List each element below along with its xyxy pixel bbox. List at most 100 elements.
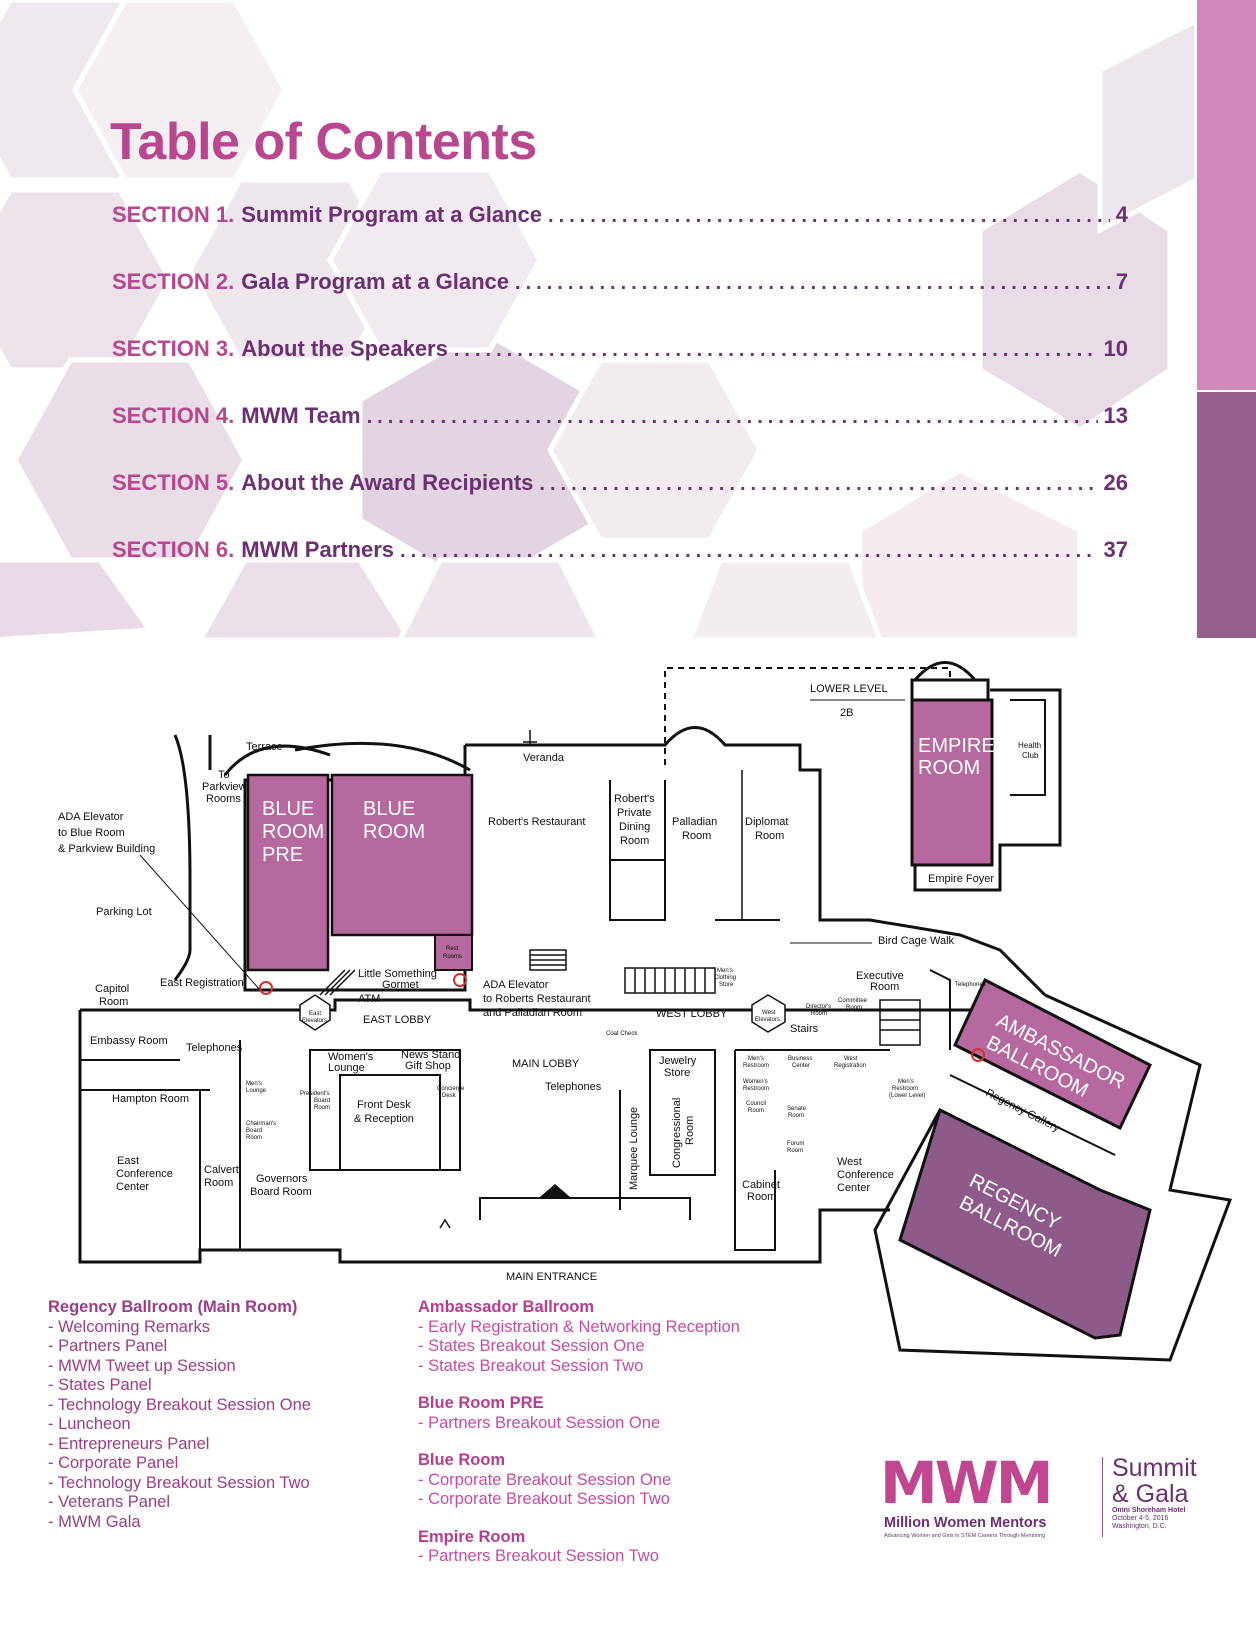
legend-item: - Corporate Breakout Session Two (418, 1490, 670, 1508)
chairmans-label-2: Board (246, 1128, 262, 1134)
governors-label-2: Board Room (250, 1186, 312, 1198)
marquee-label: Marquee Lounge (628, 1107, 640, 1190)
legend-item: - Corporate Panel (48, 1454, 179, 1472)
legend-other-rooms: Ambassador Ballroom - Early Registration… (418, 1298, 740, 1585)
palladian-label-2: Room (682, 830, 711, 842)
legend-item: - Technology Breakout Session One (48, 1395, 311, 1414)
legend-item: - Partners Breakout Session One (418, 1413, 661, 1432)
toc-entry-1[interactable]: SECTION 1. Summit Program at a Glance ..… (112, 202, 1128, 236)
east-elevators-label-2: Elevators (302, 1018, 327, 1024)
toc-hero: Table of Contents SECTION 1. Summit Prog… (0, 0, 1256, 640)
atm-label: ATM (358, 993, 380, 1005)
forum-label: Forum (787, 1141, 804, 1147)
rest-rooms-block (434, 934, 473, 971)
toc-section-name: Gala Program at a Glance (241, 269, 510, 294)
directors-label-2: Room (811, 1011, 827, 1017)
main-entrance-label: MAIN ENTRANCE (506, 1271, 597, 1283)
congressional-label-2: Room (684, 1116, 696, 1145)
logo-name: Million Women Mentors (884, 1515, 1047, 1531)
little-something-label-2: Gormet (382, 979, 419, 991)
mwm-logo: MWM Million Women Mentors Advancing Wome… (880, 1449, 1210, 1545)
toc-entry-4[interactable]: SECTION 4. MWM Team ....................… (112, 403, 1128, 437)
toc-section-label: SECTION 2. (112, 269, 235, 294)
legend-item: - Luncheon (48, 1415, 131, 1433)
toc-entry-6[interactable]: SECTION 6. MWM Partners ................… (112, 537, 1128, 571)
logo-hotel: Omni Shoreham Hotel (1112, 1507, 1186, 1514)
west-registration-label-2: Registration (834, 1063, 866, 1069)
logo-tagline: Advancing Women and Girls in STEM Career… (884, 1533, 1046, 1539)
toc-entry-2[interactable]: SECTION 2. Gala Program at a Glance ....… (112, 269, 1128, 303)
womens-lounge-label-2: Lounge (328, 1062, 365, 1074)
council-label-2: Room (748, 1108, 764, 1114)
ada-blue-label-1: ADA Elevator (58, 811, 124, 823)
toc-section-label: SECTION 3. (112, 336, 235, 361)
blue-room-pre-block (246, 773, 330, 972)
toc-entry-5[interactable]: SECTION 5. About the Award Recipients ..… (112, 470, 1128, 504)
toc-leader: ........................................… (548, 205, 1110, 227)
side-accent-bar-top (1197, 0, 1256, 390)
east-conf-label-2: Conference (116, 1168, 173, 1180)
west-registration-label: West (844, 1056, 858, 1062)
toc-section-name: MWM Team (241, 403, 361, 428)
toc-section-label: SECTION 5. (112, 470, 235, 495)
presidents-label-3: Room (314, 1105, 330, 1111)
calvert-label: Calvert (204, 1164, 239, 1176)
legend-item: - States Breakout Session Two (418, 1356, 644, 1375)
blue-room-pre-label-3: PRE (262, 844, 303, 866)
toc-section-label: SECTION 4. (112, 403, 235, 428)
legend-group-ambassador: Ambassador Ballroom - Early Registration… (418, 1298, 740, 1376)
directors-label: Director's (806, 1004, 831, 1010)
west-lobby-label: WEST LOBBY (656, 1008, 728, 1020)
toc-page-number: 7 (1115, 269, 1128, 294)
jewelry-label: Jewelry (659, 1055, 697, 1067)
chairmans-label-3: Room (246, 1135, 262, 1141)
to-parkview-label-1: To (218, 769, 230, 781)
news-stand-label: News Stand (401, 1049, 460, 1061)
legend-item: - Partners Panel (48, 1337, 168, 1355)
legend-item: - Technology Breakout Session Two (48, 1473, 310, 1492)
to-parkview-label-3: Rooms (206, 793, 241, 805)
rest-rooms-label: Rest (446, 946, 459, 952)
legend-item: - Partners Breakout Session Two (418, 1547, 659, 1565)
legend-item: - Welcoming Remarks (48, 1317, 210, 1336)
legend-item: - States Panel (48, 1376, 152, 1394)
mens-clothing-label-2: Clothing (714, 975, 736, 981)
legend-item: - MWM Gala (48, 1512, 141, 1531)
womens-restroom-label-2: Restroom (743, 1086, 769, 1092)
toc-entry-3[interactable]: SECTION 3. About the Speakers ..........… (112, 336, 1128, 370)
concierge-label-2: Desk (442, 1093, 457, 1099)
toc-leader: ........................................… (400, 540, 1098, 562)
veranda-label: Veranda (523, 752, 565, 764)
committee-label: Committee (838, 998, 868, 1004)
womens-lounge-label: Women's (328, 1051, 374, 1063)
front-desk-label-2: & Reception (354, 1113, 414, 1125)
ada-roberts-label-1: ADA Elevator (483, 979, 549, 991)
roberts-private-label-3: Dining (619, 821, 650, 833)
to-parkview-label-2: Parkview (202, 781, 247, 793)
toc-page-number: 4 (1115, 202, 1128, 227)
legend-item: - Corporate Breakout Session One (418, 1470, 672, 1489)
mens-lounge-label: Men's (246, 1081, 262, 1087)
floor-plan-svg: EMPIRE ROOM Health Club Empire Foyer LOW… (58, 661, 1233, 1362)
east-conf-label-3: Center (116, 1181, 149, 1193)
logo-mark: MWM (880, 1449, 1053, 1517)
news-stand-label-2: Gift Shop (405, 1060, 451, 1072)
roberts-private-label-4: Room (620, 835, 649, 847)
toc-section-name: MWM Partners (241, 537, 395, 562)
lower-level-label: LOWER LEVEL (810, 683, 888, 695)
cabinet-label: Cabinet (742, 1179, 780, 1191)
embassy-label: Embassy Room (90, 1035, 168, 1047)
legend-item: - Early Registration & Networking Recept… (418, 1317, 740, 1336)
concierge-label: Concierge (437, 1086, 465, 1092)
toc-section-label: SECTION 6. (112, 537, 235, 562)
toc-leader: ........................................… (366, 406, 1098, 428)
lower-level-number: 2B (840, 707, 853, 719)
diplomat-label-1: Diplomat (745, 816, 788, 828)
legend-heading: Ambassador Ballroom (418, 1298, 595, 1316)
side-accent-bar-bottom (1197, 392, 1256, 638)
committee-label-2: Room (846, 1005, 862, 1011)
legend-heading: Regency Ballroom (Main Room) (48, 1298, 298, 1316)
capitol-label-1: Capitol (95, 983, 129, 995)
main-lobby-label: MAIN LOBBY (512, 1058, 580, 1070)
blue-room-pre-label-1: BLUE (262, 798, 314, 820)
